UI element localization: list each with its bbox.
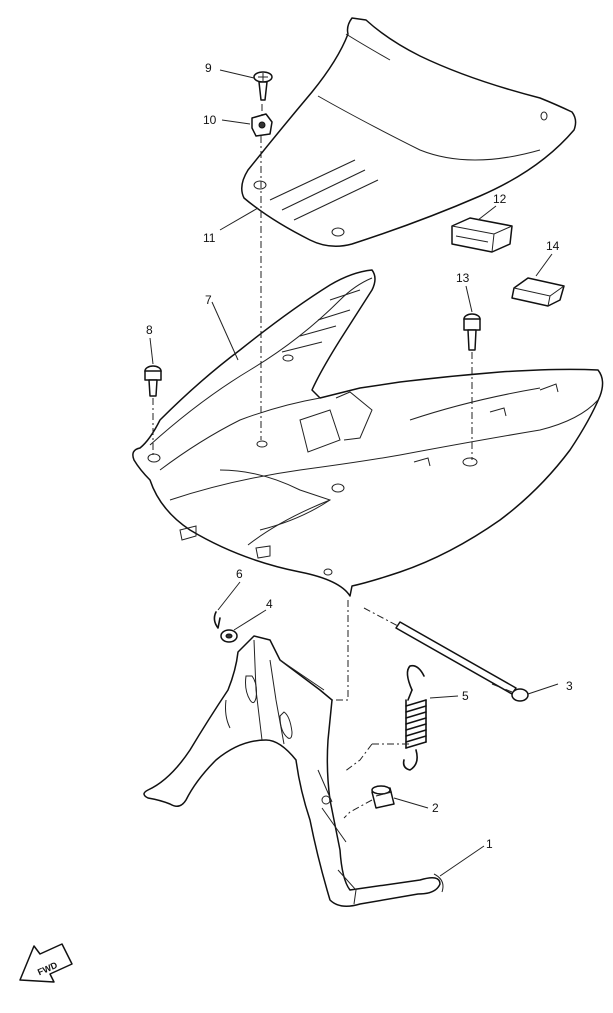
callout-6: 6 — [236, 567, 243, 581]
callout-11: 11 — [203, 231, 216, 245]
callout-9: 9 — [205, 61, 212, 75]
part-12-pad — [451, 217, 513, 253]
part-1-main-stand — [143, 635, 444, 907]
part-11-cover-panel — [241, 17, 577, 247]
callout-13: 13 — [456, 271, 470, 285]
part-13-bolt — [463, 313, 481, 351]
callout-10: 10 — [203, 113, 217, 127]
callout-12: 12 — [493, 192, 507, 206]
callout-labels: 1 2 3 4 5 6 7 8 9 10 11 12 13 14 — [146, 61, 573, 851]
callout-4: 4 — [266, 597, 273, 611]
callout-7: 7 — [205, 293, 212, 307]
callout-5: 5 — [462, 689, 469, 703]
leader-lines — [149, 69, 559, 877]
part-7-floor-board — [132, 269, 604, 597]
callout-3: 3 — [566, 679, 573, 693]
callout-2: 2 — [432, 801, 439, 815]
part-9-screw — [253, 71, 273, 101]
part-4-washer — [220, 629, 238, 643]
callout-14: 14 — [546, 239, 560, 253]
part-14-pad — [511, 277, 565, 307]
callout-8: 8 — [146, 323, 153, 337]
callout-1: 1 — [486, 837, 493, 851]
part-5-spring — [402, 664, 427, 771]
fwd-direction-arrow: FWD — [19, 943, 73, 983]
part-6-cotter-pin — [213, 611, 221, 629]
part-2-bushing — [371, 785, 395, 809]
part-10-clip-nut — [251, 113, 273, 137]
part-3-pivot-shaft — [395, 621, 529, 702]
alignment-lines — [152, 104, 513, 819]
part-8-bolt — [144, 365, 162, 397]
